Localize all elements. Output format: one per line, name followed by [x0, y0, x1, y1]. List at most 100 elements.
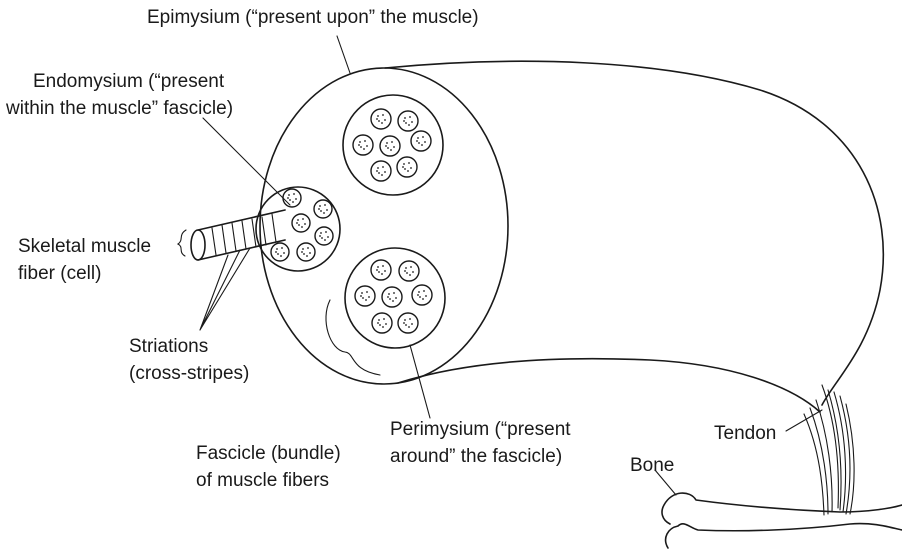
fiber-stipple-dot [364, 140, 366, 142]
fiber-stipple-dot [385, 323, 387, 325]
fiber-stipple-dot [387, 296, 389, 298]
label-fascicle-line2: of muscle fibers [196, 469, 329, 493]
fiber-stipple-dot [281, 247, 283, 249]
fiber-stipple-dot [417, 137, 419, 139]
label-endomysium-line2: within the muscle” fascicle) [6, 97, 233, 121]
fiber-stipple-dot [359, 141, 361, 143]
fiber-stipple-dot [379, 324, 381, 326]
muscle-belly-outline [385, 61, 883, 412]
fiber-stipple-dot [391, 141, 393, 143]
fiber-stipple-dot [276, 248, 278, 250]
fiber-stipple-dot [289, 199, 291, 201]
fiber-stipple-dot [326, 209, 328, 211]
fiber-stipple-dot [421, 144, 423, 146]
fiber-stipple-dot [402, 166, 404, 168]
fiber-stipple-dot [301, 226, 303, 228]
fiber-stipple-dot [384, 119, 386, 121]
fiber-stipple-dot [321, 237, 323, 239]
fiber-stipple-dot [324, 239, 326, 241]
fiber-stipple-dot [319, 235, 321, 237]
fiber-stipple-dot [366, 145, 368, 147]
fiber-stipple-dot [378, 120, 380, 122]
fiber-stipple-dot [362, 297, 364, 299]
fiber-stipple-dot [292, 201, 294, 203]
fiber-stipple-dot [320, 210, 322, 212]
fiber-stipple-dot [318, 208, 320, 210]
fiber-stipple-dot [393, 146, 395, 148]
fiber-stipple-dot [423, 290, 425, 292]
fiber-stipple-dot [378, 271, 380, 273]
fiber-stipple-dot [422, 136, 424, 138]
fiber-stipple-dot [378, 319, 380, 321]
label-endomysium-line1: Endomysium (“present [33, 70, 224, 94]
fiber-stipple-dot [297, 219, 299, 221]
fiber-stipple-dot [388, 293, 390, 295]
fiber-stipple-dot [408, 162, 410, 164]
fiber-stipple-dot [302, 248, 304, 250]
fiber-stipple-dot [283, 252, 285, 254]
fiber-stipple-dot [360, 146, 362, 148]
fiber-stipple-dot [404, 168, 406, 170]
fiber-stipple-dot [382, 114, 384, 116]
label-skeletal-line2: fiber (cell) [18, 262, 101, 286]
fiber-stipple-dot [309, 252, 311, 254]
fiber-stipple-dot [366, 291, 368, 293]
fiber-stipple-dot [382, 326, 384, 328]
fiber-stipple-dot [408, 326, 410, 328]
label-perimysium-line2: around” the fascicle) [390, 445, 562, 469]
fiber-stipple-dot [280, 255, 282, 257]
fiber-stipple-dot [403, 120, 405, 122]
label-fascicle-line1: Fascicle (bundle) [196, 442, 341, 466]
fiber-stipple-dot [323, 212, 325, 214]
fiber-stipple-dot [358, 144, 360, 146]
fiber-stipple-dot [275, 251, 277, 253]
fiber-stipple-dot [419, 296, 421, 298]
fiber-stipple-dot [405, 122, 407, 124]
fascicle-top-fibers [353, 109, 431, 181]
fiber-stipple-dot [319, 205, 321, 207]
bone [662, 493, 902, 548]
fiber-stipple-dot [307, 247, 309, 249]
fiber-stipple-dot [298, 224, 300, 226]
fiber-stipple-dot [384, 171, 386, 173]
fiber-stipple-dot [360, 295, 362, 297]
label-skeletal-line1: Skeletal muscle [18, 235, 151, 259]
fiber-stipple-dot [404, 117, 406, 119]
fiber-stipple-dot [293, 193, 295, 195]
fiber-stipple-dot [418, 291, 420, 293]
fiber-stipple-dot [382, 265, 384, 267]
fiber-stipple-dot [412, 271, 414, 273]
fiber-stipple-dot [377, 322, 379, 324]
fiber-stipple-dot [327, 236, 329, 238]
fiber-stipple-dot [386, 142, 388, 144]
fascicle-bottom-fibers [355, 260, 432, 333]
fiber-stipple-dot [381, 122, 383, 124]
fiber-stipple-dot [288, 194, 290, 196]
fiber-stipple-dot [417, 294, 419, 296]
fiber-stipple-dot [287, 197, 289, 199]
fiber-stipple-dot [365, 299, 367, 301]
fiber-stipple-dot [407, 170, 409, 172]
fiber-stipple-dot [409, 274, 411, 276]
fiber-stipple-dot [383, 318, 385, 320]
fiber-stipple-dot [376, 118, 378, 120]
label-tendon: Tendon [714, 422, 776, 446]
fiber-stipple-dot [393, 292, 395, 294]
fiber-stipple-dot [404, 270, 406, 272]
fiber-stipple-dot [384, 270, 386, 272]
fiber-stipple-dot [385, 145, 387, 147]
fiber-stipple-dot [403, 163, 405, 165]
fiber-stipple-dot [418, 142, 420, 144]
fiber-stipple-dot [405, 324, 407, 326]
fiber-stipple-dot [387, 147, 389, 149]
fiber-stipple-dot [377, 266, 379, 268]
fiber-stipple-dot [381, 174, 383, 176]
fiber-stipple-dot [411, 323, 413, 325]
fiber-stipple-dot [409, 318, 411, 320]
fiber-stipple-dot [376, 269, 378, 271]
fiber-stipple-dot [389, 298, 391, 300]
fiber-stipple-dot [301, 251, 303, 253]
fiber-stipple-dot [295, 198, 297, 200]
fiber-stipple-dot [376, 170, 378, 172]
